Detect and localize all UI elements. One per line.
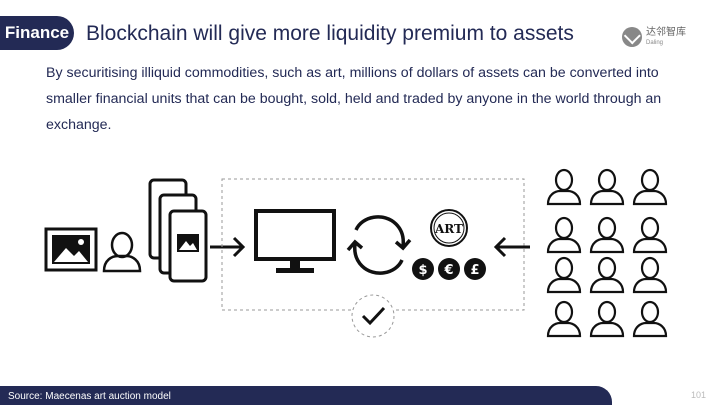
art-coin-label: ART xyxy=(434,222,463,236)
exchange-cycle-icon xyxy=(346,215,412,275)
footer-source: Source: Maecenas art auction model xyxy=(0,386,612,405)
currency-pound: £ xyxy=(470,263,479,278)
logo-icon xyxy=(622,27,642,47)
logo-en-text: Daling xyxy=(646,40,664,46)
person-icon xyxy=(102,231,142,273)
page-title: Blockchain will give more liquidity prem… xyxy=(86,22,574,45)
people-grid-icon xyxy=(546,168,668,338)
exchange-box xyxy=(221,178,525,311)
monitor-icon xyxy=(254,209,336,273)
painting-icon xyxy=(44,227,98,272)
currency-euro: € xyxy=(443,263,453,278)
people-person-icon xyxy=(589,256,625,294)
arrow-left-icon xyxy=(493,236,530,258)
people-person-icon xyxy=(546,168,582,206)
currency-dollar: $ xyxy=(418,263,427,278)
section-tag: Finance xyxy=(0,16,74,50)
currency-coin-icon: $ € £ xyxy=(412,258,486,280)
people-person-icon xyxy=(546,216,582,254)
check-icon xyxy=(351,294,395,338)
liquidity-diagram: ART $ € £ xyxy=(44,168,668,338)
people-person-icon xyxy=(589,216,625,254)
body-paragraph: By securitising illiquid commodities, su… xyxy=(46,65,662,133)
arrow-right-icon xyxy=(210,236,246,258)
token-stack-icon xyxy=(148,178,208,283)
people-person-icon xyxy=(632,216,668,254)
brand-logo: 达邻智库 Daling xyxy=(622,23,692,51)
people-person-icon xyxy=(546,256,582,294)
people-person-icon xyxy=(546,300,582,338)
art-coin-icon: ART xyxy=(430,209,468,247)
people-person-icon xyxy=(632,256,668,294)
logo-cn-text: 达邻智库 xyxy=(646,27,686,38)
people-person-icon xyxy=(589,168,625,206)
people-person-icon xyxy=(589,300,625,338)
page-number: 101 xyxy=(691,390,707,400)
people-person-icon xyxy=(632,300,668,338)
people-person-icon xyxy=(632,168,668,206)
